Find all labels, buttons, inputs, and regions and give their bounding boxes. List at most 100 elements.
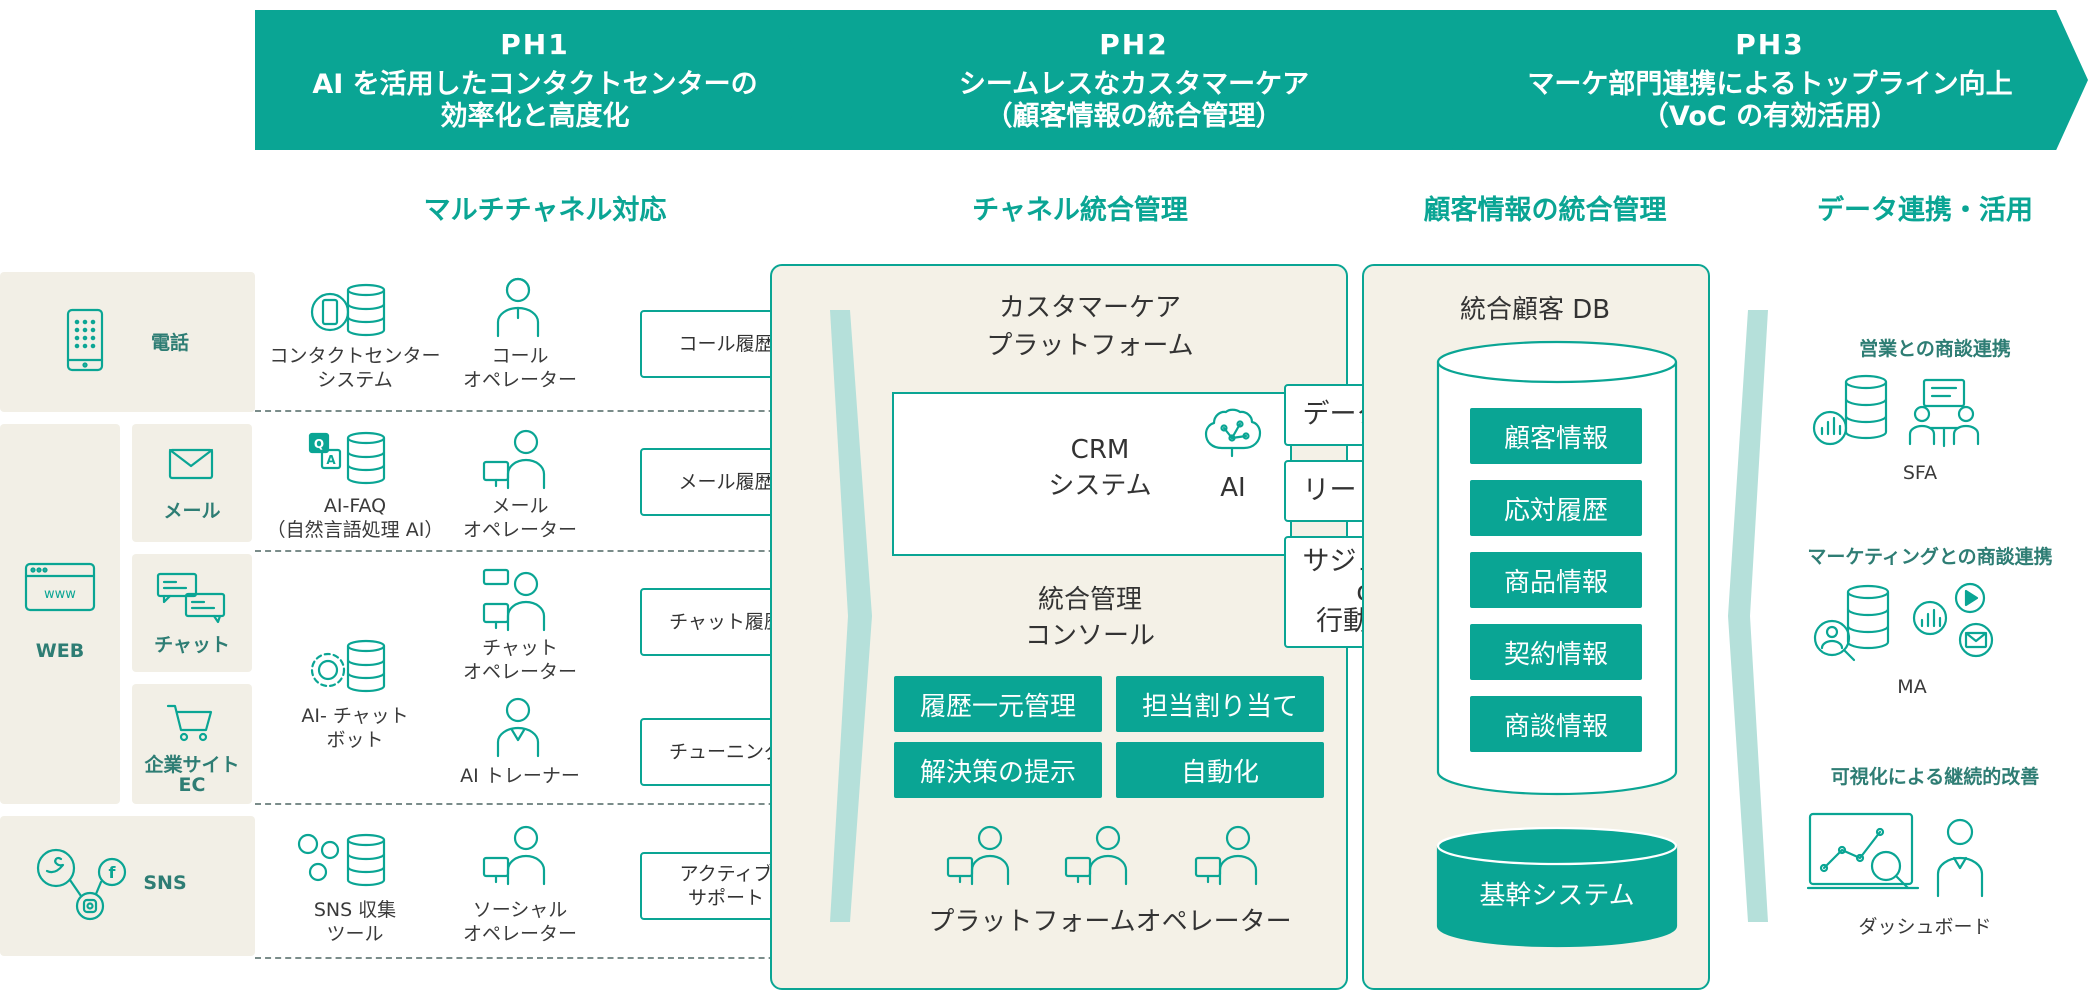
operator-chat-label-2: オペレーター (462, 661, 577, 683)
marketing-collaboration-heading: マーケティングとの商談連携 (1807, 546, 2053, 568)
phase-3-label: PH3 (1735, 27, 1805, 61)
chat-operator-icon (482, 568, 546, 632)
operator-chat-label-1: チャット (482, 637, 558, 659)
system-faq-label-1: AI-FAQ (323, 495, 387, 517)
platform-operator-icon-2 (1064, 825, 1128, 886)
db-item-deal-info: 商談情報 (1470, 696, 1642, 752)
console-title-2: コンソール (1024, 621, 1155, 651)
svg-text:f: f (109, 863, 117, 882)
channel-web-block (0, 424, 120, 804)
ai-trainer-icon (496, 697, 540, 758)
chat-bubbles-icon (156, 572, 226, 624)
system-chatbot-label-1: AI- チャット (301, 705, 409, 727)
channel-ec-label-1: 企業サイト (144, 754, 240, 776)
channel-sns-block (0, 816, 255, 956)
chat-history-label: チャット履歴 (669, 611, 783, 633)
sns-network-icon: f (36, 848, 127, 921)
faq-server-icon: Q A (308, 431, 386, 485)
contact-center-server-icon (310, 283, 386, 337)
operator-ai-trainer-label: AI トレーナー (460, 765, 580, 787)
row-separator-2 (255, 550, 825, 552)
ai-brain-icon (1204, 408, 1262, 458)
sns-collector-server-icon (297, 833, 386, 887)
ai-label: AI (1220, 473, 1246, 503)
chatbot-server-icon (310, 639, 386, 693)
phase-2-label: PH2 (1099, 27, 1169, 61)
console-title-1: 統合管理 (1037, 585, 1142, 615)
operator-mail-label-1: メール (491, 495, 549, 517)
db-item-customer-info: 顧客情報 (1470, 408, 1642, 464)
mail-operator-icon (482, 429, 546, 490)
phase-3-line2: （VoC の有効活用） (1641, 100, 1899, 132)
channel-chat-label: チャット (154, 634, 230, 656)
phase-1-banner: PH1 AI を活用したコンタクトセンターの 効率化と高度化 (255, 10, 815, 150)
column-header-multichannel: マルチチャネル対応 (423, 195, 667, 226)
sfa-label: SFA (1902, 462, 1938, 484)
core-system-label: 基幹システム (1479, 881, 1635, 911)
platform-operator-label: プラットフォームオペレーター (928, 907, 1292, 937)
channel-web-label: WEB (35, 640, 85, 662)
phase-2-line1: シームレスなカスタマーケア (958, 68, 1310, 100)
social-operator-icon (482, 825, 546, 886)
ma-label: MA (1897, 676, 1927, 698)
phase-3-line1: マーケ部門連携によるトップライン向上 (1527, 68, 2013, 100)
row-separator-4 (255, 957, 825, 959)
phase-1-label: PH1 (500, 27, 570, 61)
operator-social-label-2: オペレーター (462, 923, 577, 945)
phase-2-banner: PH2 シームレスなカスタマーケア （顧客情報の統合管理） (778, 10, 1490, 150)
system-contact-center-label-1: コンタクトセンター (269, 345, 441, 367)
crm-system-box (892, 392, 1292, 556)
ma-icon (1813, 582, 1994, 662)
envelope-icon (168, 448, 214, 480)
db-item-response-history: 応対履歴 (1470, 480, 1642, 536)
active-support-label-2: サポート (687, 887, 764, 909)
channel-sns-label: SNS (143, 872, 187, 894)
visualization-heading: 可視化による継続的改善 (1830, 766, 2040, 788)
operator-mail-label-2: オペレーター (462, 519, 577, 541)
dashboard-label: ダッシュボード (1858, 916, 1992, 938)
active-support-label-1: アクティブ (679, 863, 773, 885)
platform-operator-icon-3 (1194, 825, 1258, 886)
smartphone-icon (66, 308, 104, 372)
column-header-data-use: データ連携・活用 (1817, 195, 2033, 226)
function-automation: 自動化 (1116, 742, 1324, 798)
system-chatbot-label-2: ボット (326, 729, 384, 751)
operator-call-label-1: コール (491, 345, 549, 367)
db-item-contract-info: 契約情報 (1470, 624, 1642, 680)
channel-mail-label: メール (163, 500, 221, 522)
system-sns-label-2: ツール (326, 923, 384, 945)
crm-label-2: システム (1048, 471, 1152, 501)
core-system-cylinder (1436, 826, 1678, 948)
phase-1-line2: 効率化と高度化 (440, 100, 630, 132)
call-history-label: コール履歴 (678, 333, 774, 355)
system-sns-label-1: SNS 収集 (313, 899, 397, 921)
operator-call-label-2: オペレーター (462, 369, 577, 391)
function-solution-suggestion: 解決策の提示 (894, 742, 1102, 798)
function-assignment: 担当割り当て (1116, 676, 1324, 732)
svg-text:Q: Q (314, 437, 324, 451)
row-separator-3 (255, 803, 825, 805)
channel-phone-label: 電話 (150, 332, 189, 354)
sfa-icon (1812, 374, 1980, 448)
platform-title-2: プラットフォーム (986, 331, 1194, 361)
phase-2-line2: （顧客情報の統合管理） (985, 100, 1283, 132)
system-faq-label-2: （自然言語処理 AI） (266, 519, 444, 541)
channel-mail-block (132, 424, 252, 542)
mail-history-label: メール履歴 (678, 471, 774, 493)
output-chevron-arrow (1728, 310, 1768, 922)
channel-ec-block (132, 684, 252, 804)
db-title: 統合顧客 DB (1459, 295, 1611, 325)
call-operator-icon (496, 277, 540, 338)
shopping-cart-icon (166, 704, 213, 742)
phase-1-line1: AI を活用したコンタクトセンターの (312, 68, 758, 100)
crm-label-1: CRM (1070, 435, 1130, 465)
row-separator-1 (255, 410, 825, 412)
platform-operator-icon-1 (946, 825, 1010, 886)
system-contact-center-label-2: システム (317, 369, 393, 391)
sales-collaboration-heading: 営業との商談連携 (1859, 338, 2011, 360)
platform-title-1: カスタマーケア (998, 293, 1181, 323)
svg-text:www: www (44, 587, 76, 602)
phase-3-banner: PH3 マーケ部門連携によるトップライン向上 （VoC の有効活用） (1452, 10, 2088, 150)
dashboard-icon (1806, 812, 1984, 898)
column-header-customer-info: 顧客情報の統合管理 (1423, 195, 1667, 226)
